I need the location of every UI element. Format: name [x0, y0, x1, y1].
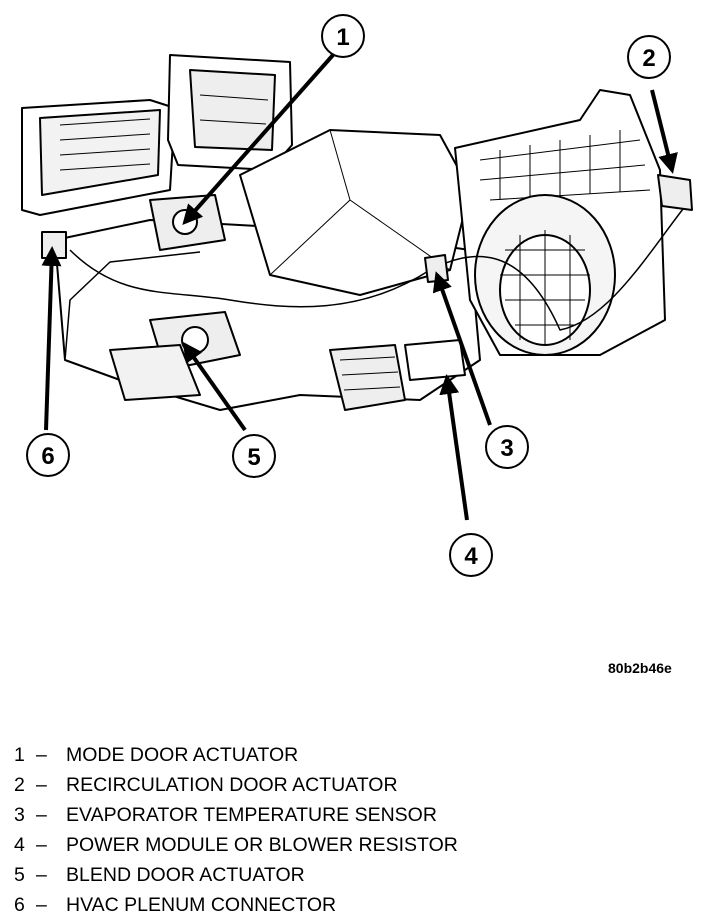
legend-item: 5–BLEND DOOR ACTUATOR: [14, 860, 458, 890]
callout-2: 2: [627, 35, 671, 79]
legend-number: 5: [14, 864, 25, 886]
legend-label: MODE DOOR ACTUATOR: [66, 744, 299, 766]
legend-number: 6: [14, 894, 25, 916]
leader-line-6: [41, 246, 62, 431]
callout-4: 4: [449, 533, 493, 577]
svg-text:3: 3: [500, 435, 513, 462]
leader-lines: [41, 53, 678, 521]
leader-line-4: [439, 374, 469, 521]
legend-item: 2–RECIRCULATION DOOR ACTUATOR: [14, 770, 458, 800]
leader-line-5: [182, 341, 247, 432]
callouts: 1 2 3 4 5 6: [26, 14, 671, 577]
legend-number: 4: [14, 834, 25, 856]
callout-1: 1: [321, 14, 365, 58]
legend-number: 3: [14, 804, 25, 826]
svg-text:2: 2: [642, 45, 655, 72]
leader-line-2: [650, 89, 678, 174]
legend-label: RECIRCULATION DOOR ACTUATOR: [66, 774, 398, 796]
svg-text:5: 5: [247, 444, 260, 471]
legend-label: HVAC PLENUM CONNECTOR: [66, 894, 337, 916]
svg-text:6: 6: [41, 443, 54, 470]
legend-item: 6–HVAC PLENUM CONNECTOR: [14, 890, 458, 920]
legend-dash: –: [36, 774, 47, 796]
legend-number: 2: [14, 774, 25, 796]
legend-item: 1–MODE DOOR ACTUATOR: [14, 740, 458, 770]
leader-line-3: [432, 271, 492, 426]
hvac-housing-illustration: 1 2 3 4 5 6: [21, 14, 693, 577]
legend-item: 3–EVAPORATOR TEMPERATURE SENSOR: [14, 800, 458, 830]
legend-dash: –: [36, 864, 47, 886]
legend-label: BLEND DOOR ACTUATOR: [66, 864, 305, 886]
callout-6: 6: [26, 433, 70, 477]
svg-text:4: 4: [464, 543, 478, 570]
figure-code: 80b2b46e: [608, 660, 672, 676]
svg-text:1: 1: [336, 24, 349, 51]
legend-label: POWER MODULE OR BLOWER RESISTOR: [66, 834, 458, 856]
hvac-housing-drawing: [21, 54, 693, 411]
legend-dash: –: [36, 834, 47, 856]
legend-number: 1: [14, 744, 25, 766]
legend-label: EVAPORATOR TEMPERATURE SENSOR: [66, 804, 437, 826]
callout-5: 5: [232, 434, 276, 478]
legend-dash: –: [36, 894, 47, 916]
leader-line-1: [182, 53, 335, 225]
legend-dash: –: [36, 744, 47, 766]
legend-item: 4–POWER MODULE OR BLOWER RESISTOR: [14, 830, 458, 860]
legend-dash: –: [36, 804, 47, 826]
legend: 1–MODE DOOR ACTUATOR 2–RECIRCULATION DOO…: [14, 740, 458, 920]
callout-3: 3: [485, 425, 529, 469]
